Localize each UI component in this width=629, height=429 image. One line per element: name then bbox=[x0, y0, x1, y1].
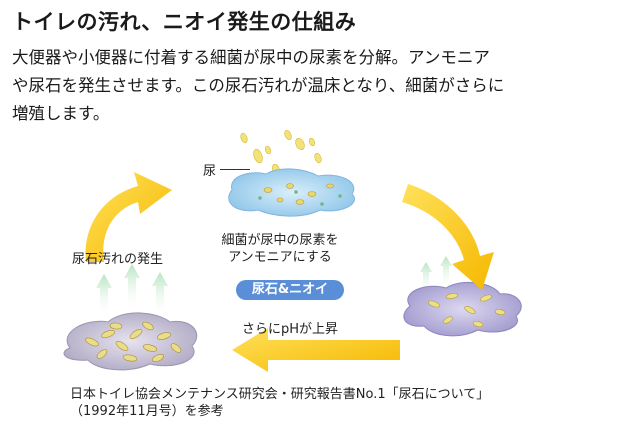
bacteria-step-line: 細菌が尿中の尿素を bbox=[221, 233, 339, 248]
description-line: 大便器や小便器に付着する細菌が尿中の尿素を分解。アンモニア bbox=[12, 48, 490, 67]
description-line: 増殖します。 bbox=[12, 104, 110, 123]
stone-odor-badge: 尿石&ニオイ bbox=[236, 280, 344, 300]
bacteria-top bbox=[263, 183, 334, 205]
source-line: 日本トイレ協会メンテナンス研究会・研究報告書No.1「尿石について」 bbox=[70, 387, 490, 402]
description-line: や尿石を発生させます。この尿石汚れが温床となり、細菌がさらに bbox=[12, 76, 505, 95]
bacteria-step-line: アンモニアにする bbox=[228, 250, 332, 265]
bacteria-step-label: 細菌が尿中の尿素を アンモニアにする bbox=[200, 232, 360, 266]
stone-label: 尿石汚れの発生 bbox=[72, 252, 164, 267]
puddle-blue bbox=[228, 168, 355, 217]
description: 大便器や小便器に付着する細菌が尿中の尿素を分解。アンモニア や尿石を発生させます… bbox=[12, 44, 618, 128]
source-line: （1992年11月号）を参考 bbox=[70, 404, 224, 419]
source-note: 日本トイレ協会メンテナンス研究会・研究報告書No.1「尿石について」 （1992… bbox=[70, 386, 489, 420]
ph-label: さらにpHが上昇 bbox=[242, 322, 339, 337]
page-title: トイレの汚れ、ニオイ発生の仕組み bbox=[12, 10, 357, 34]
bacteria-right bbox=[427, 293, 506, 328]
puddle-purple bbox=[403, 281, 522, 337]
arrow-top-right bbox=[402, 184, 494, 290]
arrow-bottom bbox=[232, 328, 400, 372]
arrow-top-left bbox=[85, 172, 172, 262]
rising-vapor-left bbox=[96, 264, 168, 318]
bacteria-dots bbox=[258, 190, 342, 206]
urine-label: 尿 bbox=[203, 164, 217, 179]
urine-pointer-line bbox=[220, 169, 250, 170]
bacteria-left bbox=[85, 321, 182, 363]
